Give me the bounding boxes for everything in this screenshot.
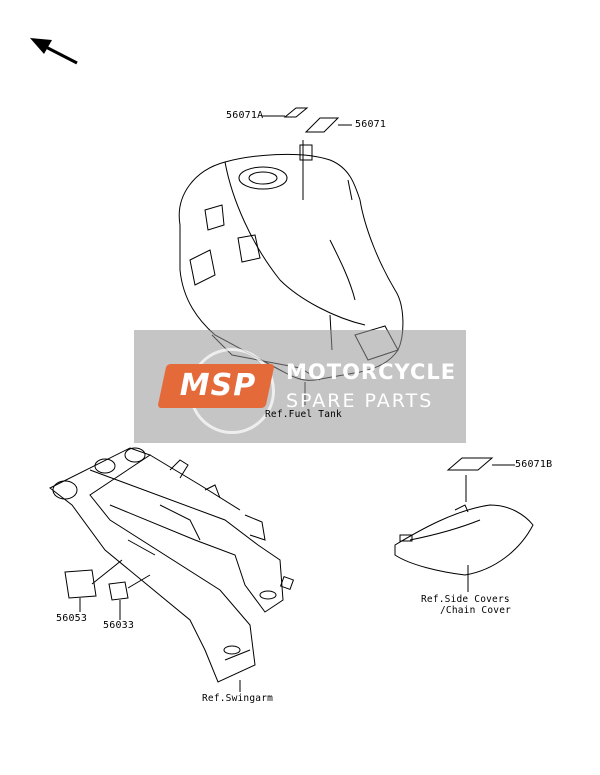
watermark: MSP MOTORCYCLE SPARE PARTS xyxy=(134,330,466,443)
label-ref-fuel-tank: Ref.Fuel Tank xyxy=(265,409,342,420)
side-cover-drawing xyxy=(394,504,534,592)
watermark-logo-text: MSP xyxy=(179,368,257,403)
direction-arrow-icon xyxy=(30,38,78,65)
label-56053: 56053 xyxy=(56,613,88,624)
label-56033: 56033 xyxy=(103,620,135,631)
label-ref-side-covers: Ref.Side Covers xyxy=(421,594,510,605)
sticker-56071 xyxy=(302,117,352,200)
swingarm-drawing xyxy=(49,447,295,692)
sticker-56071B xyxy=(446,457,515,502)
label-56071B: 56071B xyxy=(515,459,553,470)
sticker-56033 xyxy=(108,574,151,620)
watermark-line1: MOTORCYCLE xyxy=(286,360,457,384)
sticker-56071A xyxy=(262,107,309,118)
label-56071: 56071 xyxy=(355,119,387,130)
label-56071A: 56071A xyxy=(226,110,264,121)
watermark-line2: SPARE PARTS xyxy=(286,390,434,412)
label-ref-swingarm: Ref.Swingarm xyxy=(202,693,274,704)
label-ref-chain-cover: /Chain Cover xyxy=(440,605,512,616)
sticker-56053 xyxy=(64,559,123,612)
